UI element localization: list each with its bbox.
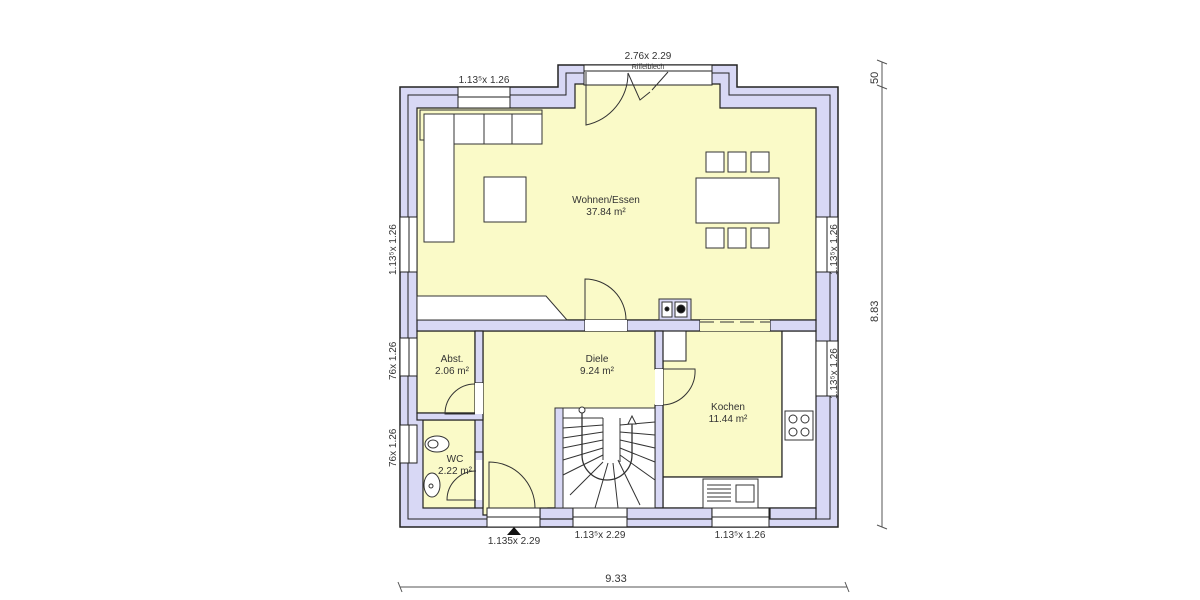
room-name-wc: WC: [446, 454, 464, 465]
window-label-bottom-kitchen: 1.13⁵x 1.26: [714, 530, 766, 541]
room-label-wc: WC 2.22 m²: [438, 454, 472, 478]
door-note-riffelblech: Riffelblech: [631, 64, 665, 71]
furniture: [416, 109, 814, 509]
window-label-left-upper: 1.13⁵x 1.26: [388, 224, 399, 275]
entrance-arrow-icon: [507, 527, 521, 535]
staircase: [554, 406, 656, 509]
room-label-wohnen: Wohnen/Essen 37.84 m²: [572, 195, 640, 219]
room-area-wc: 2.22 m²: [438, 466, 472, 477]
dimension-overall-depth: 8.83: [869, 300, 881, 322]
windows: [399, 64, 839, 528]
doors: [444, 71, 770, 509]
entrance-label-bottom: 1.135x 2.29: [487, 536, 541, 547]
window-label-right-upper: 1.13⁵x 1.26: [829, 224, 840, 275]
door-label-top: 2.76x 2.29: [624, 51, 672, 62]
room-label-kochen: Kochen 11.44 m²: [709, 402, 748, 426]
room-label-diele: Diele 9.24 m²: [580, 354, 614, 378]
window-label-left-wc: 76x 1.26: [388, 428, 399, 467]
room-area-kochen: 11.44 m²: [708, 414, 748, 425]
window-label-left-abst: 76x 1.26: [388, 341, 399, 380]
room-name-kochen: Kochen: [711, 402, 745, 413]
room-name-wohnen: Wohnen/Essen: [572, 195, 640, 206]
dimension-overall-width: 9.33: [605, 573, 627, 585]
room-label-abst: Abst. 2.06 m²: [435, 354, 469, 378]
room-area-wohnen: 37.84 m²: [586, 207, 626, 218]
room-area-abst: 2.06 m²: [435, 366, 469, 377]
room-name-diele: Diele: [585, 354, 609, 365]
room-name-abst: Abst.: [440, 354, 464, 365]
window-label-top-left: 1.13⁵x 1.26: [458, 75, 510, 86]
room-area-diele: 9.24 m²: [580, 366, 614, 377]
dimension-lines: [397, 59, 888, 593]
window-label-right-kitchen: 1.13⁵x 1.26: [829, 348, 840, 399]
dimension-projection: 50: [869, 71, 881, 84]
window-label-bottom-stair: 1.13⁵x 2.29: [574, 530, 626, 541]
